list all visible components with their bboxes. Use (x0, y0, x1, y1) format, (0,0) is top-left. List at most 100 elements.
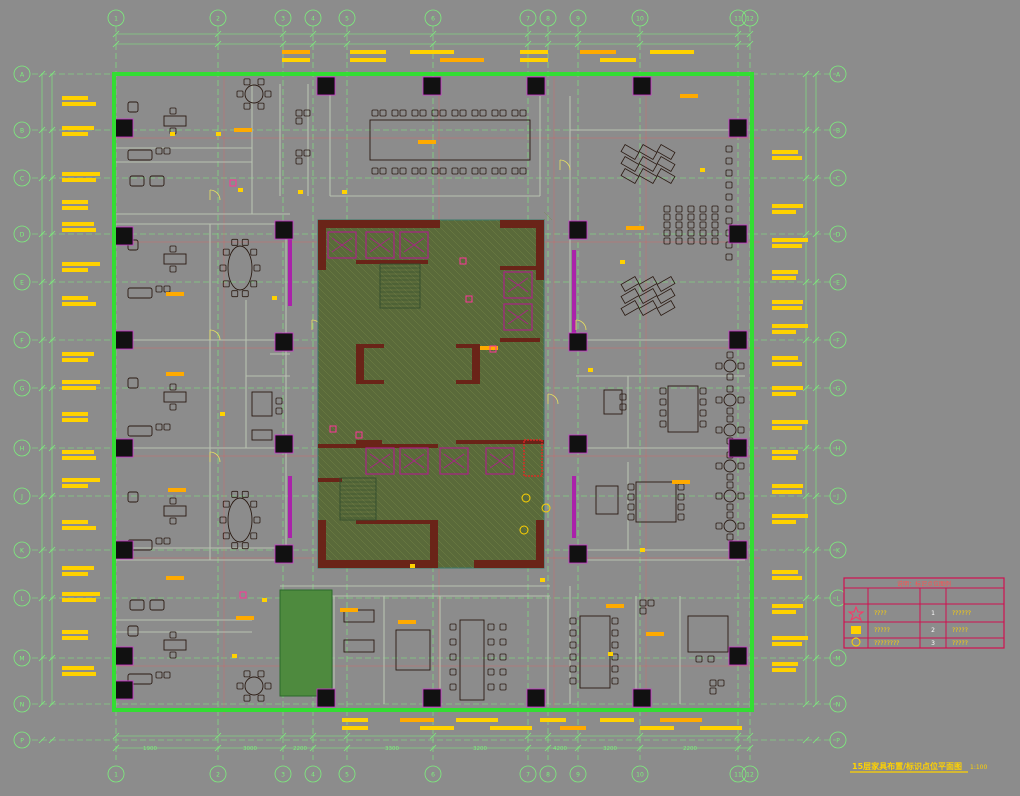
axis-label: B (836, 128, 840, 135)
core-hatch (383, 219, 545, 381)
axis-label: E (20, 280, 24, 287)
annotation-text-block (490, 726, 532, 730)
core-hatch (446, 219, 545, 318)
training-desk (638, 167, 658, 185)
chair (699, 409, 707, 417)
chair (250, 248, 258, 256)
dimension-tick (279, 30, 287, 38)
sign-point-icon (588, 368, 593, 372)
core-hatch (317, 272, 545, 500)
chair (695, 655, 703, 663)
sign-point-icon (220, 412, 225, 416)
core-hatch (317, 223, 545, 451)
dimension-tick (429, 40, 437, 48)
annotation-text-block (772, 426, 802, 430)
annotation-text-block (772, 668, 796, 672)
axis-label: 7 (526, 772, 530, 779)
axis-label: N (20, 702, 25, 709)
annotation-text-block (772, 244, 802, 248)
desk (667, 385, 699, 433)
desk (163, 505, 187, 517)
fire-hydrant-box (523, 439, 543, 477)
annotation-text-block (646, 632, 664, 636)
annotation-text-block (398, 620, 416, 624)
chair (243, 78, 251, 86)
chair (275, 397, 283, 405)
chair (449, 653, 457, 661)
dimension-value: 1900 (143, 746, 157, 752)
annotation-text-block (62, 592, 100, 596)
core-hatch (317, 398, 488, 569)
annotation-text-block (640, 726, 674, 730)
box-icon (851, 626, 861, 634)
axis-label: 3 (281, 16, 285, 23)
chair (391, 167, 399, 175)
dimension-tick (48, 444, 56, 452)
dimension-tick (429, 744, 437, 752)
sofa (127, 625, 139, 637)
core-hatch (317, 384, 502, 569)
dimension-tick (636, 732, 644, 740)
chair (699, 213, 707, 221)
chair (439, 167, 447, 175)
column (114, 330, 134, 350)
sign-point-icon (216, 132, 221, 136)
column (274, 220, 294, 240)
chair (257, 694, 265, 702)
sign-point-icon (262, 598, 267, 602)
annotation-text-block (772, 484, 803, 488)
dimension-tick (812, 336, 820, 344)
axis-bubble (13, 331, 31, 349)
dimension-tick (544, 30, 552, 38)
column (316, 76, 336, 96)
column (114, 646, 134, 666)
door-swing (559, 159, 571, 171)
annotation-text-block (772, 570, 798, 574)
chair (295, 149, 303, 157)
desk (343, 609, 375, 623)
axis-bubble (304, 765, 322, 783)
chair (699, 205, 707, 213)
dimension-value: 2200 (683, 746, 697, 752)
chair (711, 213, 719, 221)
training-desk (620, 155, 640, 173)
chair (569, 665, 577, 673)
core-hatch (317, 482, 404, 569)
annotation-text-block (168, 488, 186, 492)
core-hatch (341, 219, 545, 423)
core-wall (318, 520, 326, 568)
axis-bubble (13, 121, 31, 139)
dimension-tick (279, 744, 287, 752)
annotation-text-block (62, 598, 96, 602)
column (114, 118, 134, 138)
chair (487, 683, 495, 691)
dimension-tick (343, 732, 351, 740)
sign-point-icon (640, 548, 645, 552)
axis-label: H (836, 446, 841, 453)
core-wall (500, 338, 540, 342)
chair (250, 280, 258, 288)
annotation-text-block (660, 718, 702, 722)
column (568, 220, 588, 240)
dimension-tick (544, 744, 552, 752)
sofa (127, 377, 139, 389)
annotation-text-block (772, 450, 798, 454)
annotation-text-block (166, 372, 184, 376)
dimension-tick (309, 732, 317, 740)
chair (699, 237, 707, 245)
round-table (723, 359, 737, 373)
annotation-text-block (772, 238, 808, 242)
dimension-tick (524, 732, 532, 740)
training-desk (656, 275, 676, 293)
oval-table (227, 497, 253, 543)
axis-label: F (836, 338, 840, 345)
chair (169, 517, 177, 525)
chair (663, 237, 671, 245)
elevator-shaft (485, 447, 515, 475)
chair (663, 205, 671, 213)
axis-bubble (829, 541, 847, 559)
sign-marker-icon (519, 525, 529, 535)
axis-label: 10 (636, 16, 644, 23)
dimension-tick (38, 174, 46, 182)
annotation-text-block (62, 478, 100, 482)
